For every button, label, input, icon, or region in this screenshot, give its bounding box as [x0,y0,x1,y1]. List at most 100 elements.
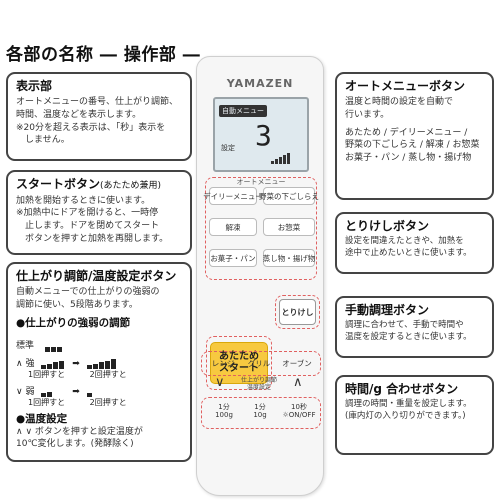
weak-label: 弱 [25,386,35,397]
weak-bars-1 [41,387,53,397]
press-once-label: 1回押すと [28,397,66,407]
manual-title: 手動調理ボタン [345,303,430,317]
time-10sec-lamp-button[interactable]: 10秒 ☼ON/OFF [281,403,317,420]
start-title-suffix: (あたため兼用) [100,181,162,191]
lcd-level-bar [271,161,274,164]
auto-menu-group: オートメニュー [205,177,317,280]
auto-menu-line: 野菜の下ごしらえ / 解凍 / お惣菜 [345,140,480,151]
temp-text: ∧ ∨ ボタンを押すと設定温度が 10℃変化します。(発酵除く) [16,426,182,451]
time-btn-bottom: 100g [215,411,233,420]
start-line: ボタンを押すと加熱を再開します。 [16,233,169,244]
start-callout: スタートボタン(あたため兼用) 加熱を開始するときに使います。 ※加熱中にドアを… [6,170,192,255]
brand-logo: YAMAZEN [226,77,294,90]
adjust-up-button[interactable]: ∧ [293,375,303,390]
start-title-main: スタートボタン [16,177,101,191]
strong-bars-1 [41,359,65,369]
side-dish-button[interactable]: お惣菜 [263,218,315,236]
display-callout: 表示部 オートメニューの番号、仕上がり調節、 時間、温度などを表示します。 ※2… [6,72,192,161]
time-btn-bottom: ☼ON/OFF [281,411,317,419]
press-twice-label: 2回押すと [89,397,127,407]
sweets-bread-button[interactable]: お菓子・パン [209,249,257,267]
time-1min-10g-button[interactable]: 1分 10g [245,403,275,420]
standard-label: 標準 [16,340,35,351]
right-arrow-icon: ➡ [72,386,80,397]
auto-menu-callout: オートメニューボタン 温度と時間の設定を自動で 行います。 あたため / デイリ… [335,72,494,200]
right-arrow-icon: ➡ [72,358,80,369]
start-line-1: あたため [219,350,259,362]
down-arrow-icon: ∨ [16,386,23,397]
time-callout: 時間/g 合わせボタン 調理の時間・重量を設定します。 (庫内灯の入り切りができ… [335,375,494,455]
defrost-button[interactable]: 解凍 [209,218,257,236]
strong-bars-2 [86,358,117,369]
adjust-label: 仕上がり調節 温度設定 [227,377,291,392]
cancel-text: 設定を間違えたときや、加熱を 途中で止めたいときに使います。 [345,236,484,260]
adjust-label-line-2: 温度設定 [246,383,271,391]
start-group [206,336,272,390]
manual-line: 温度を設定するときに使います。 [345,332,472,343]
grill-button[interactable]: グリル [247,358,271,368]
lcd-level-bar [283,155,286,164]
manual-line: 調理に合わせて、手動で時間や [345,320,464,331]
temp-line: ∧ ∨ ボタンを押すと設定温度が [16,426,143,437]
finish-callout: 仕上がり調節/温度設定ボタン 自動メニューでの仕上がりの強弱の 調節に使い、5段… [6,262,192,462]
time-btn-bottom: 10g [253,411,267,420]
adjust-label-line-1: 仕上がり調節 [240,377,277,384]
time-line: 調理の時間・重量を設定します。 [345,399,472,410]
start-button[interactable]: あたため スタート [210,342,268,384]
time-btn-top: 1分 [218,403,230,411]
manual-text: 調理に合わせて、手動で時間や 温度を設定するときに使います。 [345,320,484,344]
display-line: 時間、温度などを表示します。 [16,109,142,120]
manual-callout: 手動調理ボタン 調理に合わせて、手動で時間や 温度を設定するときに使います。 [335,296,494,358]
adjust-down-button[interactable]: ∨ [215,375,225,390]
display-line: しません。 [16,135,70,146]
strength-heading: ●仕上がりの強弱の調節 [16,316,131,329]
time-1min-100g-button[interactable]: 1分 100g [209,403,239,420]
time-btn-top: 10秒 [291,403,307,411]
display-title: 表示部 [16,79,53,93]
press-twice-label: 2回押すと [89,369,127,379]
start-line: 加熱を開始するときに使います。 [16,195,151,206]
steam-fry-button[interactable]: 蒸し物・揚げ物 [263,249,315,267]
time-btn-bottom-label: ON/OFF [288,411,316,420]
start-line: 止します。ドアを閉めてスタート [16,220,160,231]
manual-group-outline [201,351,321,376]
finish-text: 自動メニューでの仕上がりの強弱の 調節に使い、5段階あります。 [16,286,182,311]
standard-row: 標準 [16,333,182,352]
lcd-level-bar [287,153,290,164]
cancel-button[interactable]: とりけし [279,299,316,325]
auto-menu-group-label: オートメニュー [236,178,286,186]
lcd-digit: 3 [255,119,272,152]
start-title: スタートボタン(あたため兼用) [16,177,182,192]
strong-row: ∧ 強 ➡ [16,356,182,369]
display-line: ※20分を超える表示は、「秒」表示を [16,122,166,133]
auto-menu-title: オートメニューボタン [345,79,466,93]
time-title: 時間/g 合わせボタン [345,382,459,396]
weak-press-row: 1回押すと 2回押すと [28,397,182,408]
strong-label: 強 [25,358,35,369]
time-group [201,397,321,429]
start-line-2: スタート [219,363,259,374]
lcd-level-bar [275,159,278,164]
auto-menu-text: 温度と時間の設定を自動で 行います。 あたため / デイリーメニュー / 野菜の… [345,96,484,164]
lcd-level-bars [271,145,291,164]
display-text: オートメニューの番号、仕上がり調節、 時間、温度などを表示します。 ※20分を超… [16,96,182,146]
up-arrow-icon: ∧ [16,358,23,369]
cancel-line: 途中で止めたいときに使います。 [345,248,472,259]
page-title: 各部の名称 ― 操作部 ― [6,45,201,65]
microwave-button[interactable]: レンジ [211,358,235,368]
lamp-icon: ☼ [282,411,289,420]
daily-menu-button[interactable]: デイリーメニュー [203,187,263,205]
lcd-setting-label: 設定 [221,144,235,152]
oven-button[interactable]: オーブン [282,358,312,368]
finish-title: 仕上がり調節/温度設定ボタン [16,269,177,283]
control-panel: YAMAZEN 自動メニュー 3 設定 オートメニュー デイリーメニュー 野菜の… [196,56,324,496]
start-line: ※加熱中にドアを開けると、一時停 [16,208,159,219]
strong-press-row: 1回押すと 2回押すと [28,369,182,380]
cancel-group [275,295,320,329]
finish-line: 調節に使い、5段階あります。 [16,299,138,310]
auto-menu-line: 温度と時間の設定を自動で [345,97,454,108]
vegetable-prep-button[interactable]: 野菜の下ごしらえ [259,187,319,205]
finish-line: 自動メニューでの仕上がりの強弱の [16,287,160,298]
press-once-label: 1回押すと [28,369,66,379]
lcd-menu-tag: 自動メニュー [219,105,267,117]
